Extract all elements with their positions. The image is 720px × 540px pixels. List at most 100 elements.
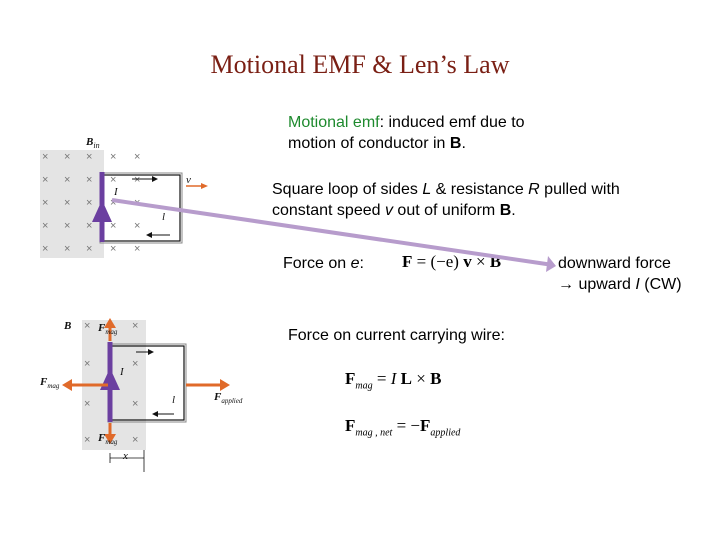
f-mag-left-label: Fmag [40,376,59,390]
force-on-e-label: Force on e: [283,253,364,274]
loop-outline [109,345,185,421]
definition-line2: motion of conductor in [288,135,450,152]
f-mag-top-label: Fmag [98,322,117,336]
pointer-line [111,198,554,267]
eq2-equals: = [372,369,391,388]
field-cross: × [134,151,141,163]
field-cross: × [132,434,139,446]
field-cross: × [110,151,117,163]
f-symbol: F [214,391,222,403]
field-cross: × [86,151,93,163]
field-cross: × [42,197,49,209]
field-cross: × [132,398,139,410]
eq1-F: F [402,252,413,271]
setup-part: constant speed [272,202,385,219]
current-indicator-bottom-head [146,232,152,238]
pointer-line-end [546,256,556,272]
implies-arrow: → [558,276,574,293]
definition-period: . [461,135,466,152]
equation-force-magnetic: Fmag = I L × B [345,369,441,391]
eq1-charge: (−e) [430,252,459,271]
field-cross: × [134,174,141,186]
setup-text: Square loop of sides L & resistance R pu… [272,179,620,221]
loop-diagram [92,172,208,244]
f-symbol: F [40,376,48,388]
field-cross: × [86,197,93,209]
eq1-v: v [458,252,472,271]
f-mag-sub: mag [47,382,60,391]
length-label: l [172,394,176,406]
f-applied-label: Fapplied [214,391,242,405]
field-cross: × [84,434,91,446]
setup-part: pulled with [539,181,620,198]
slide-title: Motional EMF & Len’s Law [210,50,510,79]
setup-part: out of uniform [392,202,500,219]
setup-v: v [384,202,393,219]
force-e-symbol: e [350,255,360,272]
force-left-arrow-head [62,379,72,391]
b-field-label: B [64,320,71,332]
current-label: I [120,366,124,378]
setup-part: Square loop of sides [272,181,423,198]
f-mag-sub: mag [105,438,118,447]
velocity-arrow-head [201,183,208,189]
result-line1: downward force [558,255,671,272]
result-I: I [635,276,640,293]
equation-force-electron: F = (−e) v × B [402,252,501,272]
result-text: downward force → upward I (CW) [558,253,682,295]
eq2-B: B [430,369,442,388]
f-mag-sub: mag [105,328,118,337]
field-cross: × [86,243,93,255]
f-symbol: F [98,432,106,444]
field-cross: × [42,174,49,186]
current-indicator-top-head [152,176,158,182]
definition-b-symbol: B [449,135,462,152]
result-line2: upward [574,276,636,293]
field-cross: × [110,220,117,232]
field-cross: × [84,320,91,332]
setup-part: . [511,202,516,219]
f-mag-bottom-label: Fmag [98,432,117,446]
equation-force-net: Fmag , net = −Fapplied [345,416,460,438]
force-diagram [62,318,230,472]
eq2-L: L [396,369,412,388]
field-cross: × [84,358,91,370]
field-cross: × [86,220,93,232]
force-e-colon: : [359,255,364,272]
force-e-text: Force on [283,255,351,272]
force-down-arrow-head [104,434,116,444]
velocity-label: v [186,174,191,186]
setup-R: R [528,181,540,198]
field-cross: × [132,320,139,332]
field-cross: × [84,398,91,410]
force-up-arrow-head [104,318,116,328]
eq3-sub-mag-net: mag , net [355,427,393,439]
eq3-F-applied: F [420,416,431,435]
b-field-symbol: B [64,320,72,332]
field-cross: × [64,220,71,232]
current-indicator-bottom-head [152,411,158,417]
eq1-B: B [489,252,502,271]
setup-L: L [422,181,432,198]
eq1-equals: = [412,252,431,271]
setup-part: & resistance [431,181,529,198]
figure-forces-on-wire: ×××××××× B Fmag Fmag Fmag Fapplied [36,316,261,476]
definition-text: Motional emf: induced emf due to motion … [288,112,525,154]
eq3-sub-applied: applied [430,427,461,439]
eq2-F: F [345,369,356,388]
eq2-cross: × [411,369,431,388]
field-cross: × [42,151,49,163]
field-cross: × [42,243,49,255]
current-arrow-head [100,368,120,390]
field-region [40,150,104,258]
field-cross: × [110,174,117,186]
b-in-label: Bin [86,136,100,150]
f-symbol: F [98,322,106,334]
f-applied-sub: applied [221,397,243,406]
eq3-equals: = − [392,416,421,435]
eq2-sub: mag [355,380,373,392]
loop-outline-outer [107,343,187,423]
x-label: x [123,450,128,462]
